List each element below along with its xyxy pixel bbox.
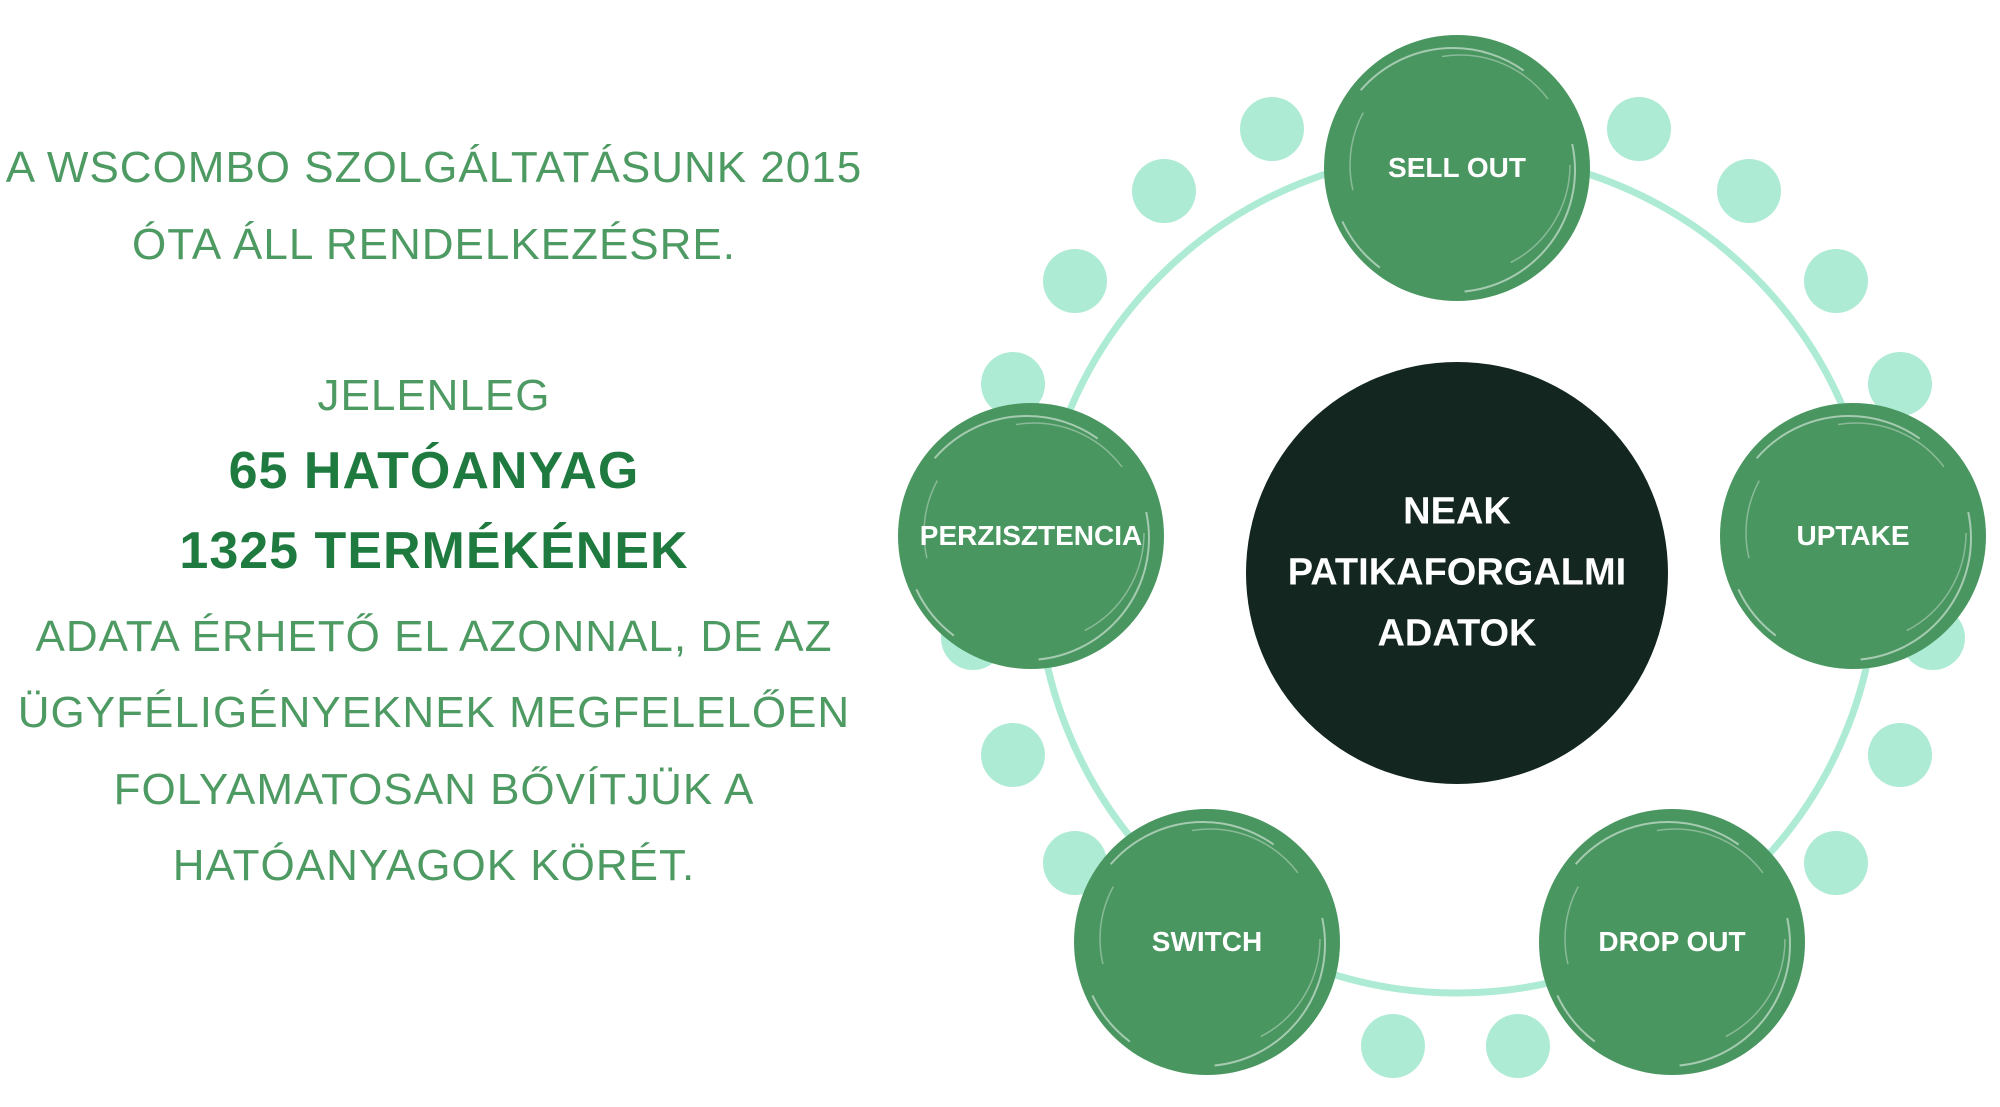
node-circle-switch (1074, 809, 1340, 1075)
decorative-dot (1240, 97, 1304, 161)
node-circle-perzisztencia (898, 403, 1164, 669)
center-label-line-3: ADATOK (1377, 612, 1537, 655)
node-brush-stroke (1745, 422, 1967, 644)
active-ingredient-count: 65 HATÓANYAG (228, 442, 640, 500)
decorative-dot (1132, 159, 1196, 223)
decorative-dot (1717, 159, 1781, 223)
decorative-dot (1804, 831, 1868, 895)
node-brush-stroke (1726, 415, 1972, 661)
intro-line-2: ÓTA ÁLL RENDELKEZÉSRE. (132, 220, 736, 269)
intro-line-8: FOLYAMATOSAN BŐVÍTJÜK A (113, 765, 755, 814)
decorative-dot (1361, 1014, 1425, 1078)
node-label-sell-out: SELL OUT (1388, 152, 1526, 183)
center-label-line-1: NEAK (1403, 490, 1511, 533)
decorative-dot (1804, 249, 1868, 313)
decorative-dot (1607, 97, 1671, 161)
node-circle-sell-out (1324, 35, 1590, 301)
decorative-dot (981, 723, 1045, 787)
decorative-dot (1486, 1014, 1550, 1078)
node-brush-stroke (1080, 821, 1326, 1067)
node-brush-stroke (1564, 828, 1786, 1050)
decorative-dot (1043, 249, 1107, 313)
node-brush-stroke (1545, 821, 1791, 1067)
node-label-drop-out: DROP OUT (1598, 926, 1746, 957)
node-label-uptake: UPTAKE (1796, 520, 1910, 551)
intro-line-9: HATÓANYAGOK KÖRÉT. (172, 841, 696, 890)
node-brush-stroke (1330, 47, 1576, 293)
node-brush-stroke (1349, 54, 1571, 276)
center-circle (1246, 362, 1668, 784)
node-label-switch: SWITCH (1151, 926, 1263, 957)
decorative-dot (1868, 723, 1932, 787)
product-count: 1325 TERMÉKÉNEK (179, 522, 689, 580)
node-circle-uptake (1720, 403, 1986, 669)
decorative-dot (981, 352, 1045, 416)
center-label: NEAK PATIKAFORGALMI ADATOK (1288, 482, 1626, 665)
node-brush-stroke (923, 422, 1145, 644)
node-circle-drop-out (1539, 809, 1805, 1075)
decorative-dot (1868, 352, 1932, 416)
center-label-line-2: PATIKAFORGALMI (1287, 551, 1627, 594)
node-label-perzisztencia: PERZISZTENCIA (919, 520, 1143, 551)
intro-line-7: ÜGYFÉLIGÉNYEKNEK MEGFELELŐEN (17, 688, 851, 737)
intro-line-1: A WSCOMBO SZOLGÁLTATÁSUNK 2015 (5, 143, 863, 192)
node-brush-stroke (904, 415, 1150, 661)
intro-line-6: ADATA ÉRHETŐ EL AZONNAL, DE AZ (35, 612, 833, 661)
node-brush-stroke (1099, 828, 1321, 1050)
intro-line-3: JELENLEG (317, 371, 551, 420)
